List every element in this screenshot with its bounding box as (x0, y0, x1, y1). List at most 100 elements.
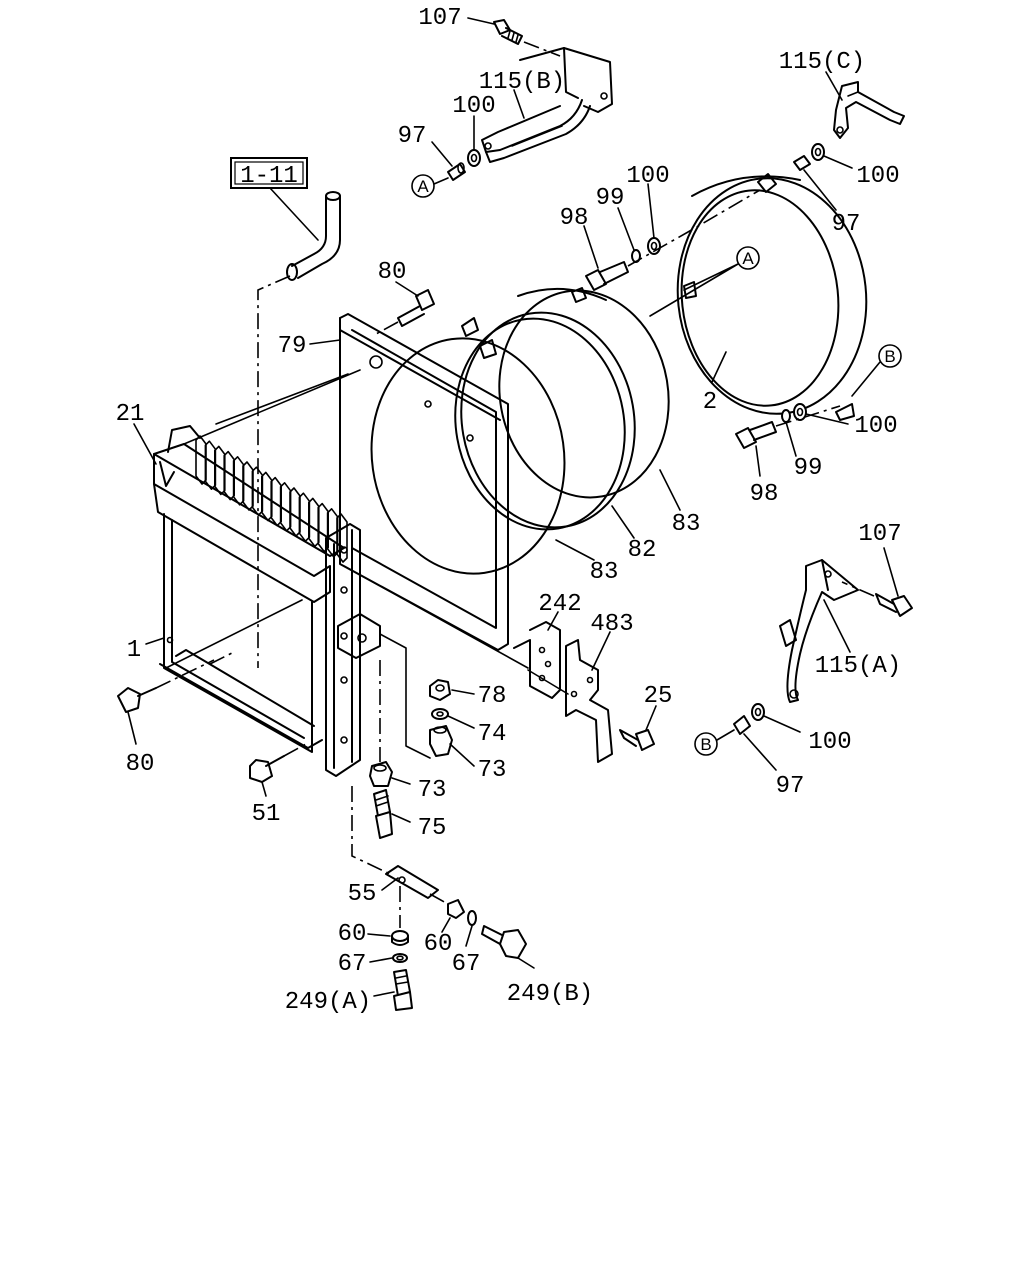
callout-80-bottom[interactable]: 80 (126, 751, 155, 778)
callout-55[interactable]: 55 (348, 881, 377, 908)
washer-100-top (467, 149, 481, 167)
callout-97-top[interactable]: 97 (398, 123, 427, 150)
bolt-80-top (397, 289, 435, 327)
callout-100-bottom[interactable]: 100 (808, 729, 851, 756)
callout-100-mid[interactable]: 100 (626, 163, 669, 190)
leader-55 (381, 877, 399, 891)
leader-b-bottom (716, 729, 735, 741)
spacer-97-top (447, 162, 466, 181)
leader-60-a (367, 933, 391, 937)
callout-483[interactable]: 483 (590, 611, 633, 638)
callout-249a[interactable]: 249(A) (285, 989, 371, 1016)
bracket-483 (565, 639, 613, 763)
callout-78[interactable]: 78 (478, 683, 507, 710)
leader-60-b (441, 917, 451, 933)
reference-box-1-11[interactable]: 1-11 (230, 157, 308, 190)
callout-73-b[interactable]: 73 (418, 777, 447, 804)
callout-60-a[interactable]: 60 (338, 921, 367, 948)
phantom-line-3 (165, 599, 303, 669)
washer-99-r2 (781, 409, 791, 423)
leader-1-11 (269, 187, 319, 241)
callout-83-b[interactable]: 83 (590, 559, 619, 586)
callout-73-a[interactable]: 73 (478, 757, 507, 784)
callout-115a[interactable]: 115(A) (815, 653, 901, 680)
leader-115a (823, 599, 851, 653)
callout-242[interactable]: 242 (538, 591, 581, 618)
leader-b-ring (851, 361, 881, 397)
washer-100-r1 (811, 143, 825, 161)
marker-a-top[interactable]: A (411, 174, 435, 198)
dash-radiator-1 (209, 651, 235, 665)
callout-67-b[interactable]: 67 (452, 951, 481, 978)
callout-100-r1[interactable]: 100 (856, 163, 899, 190)
dash-98-mid (627, 189, 761, 267)
callout-67-a[interactable]: 67 (338, 951, 367, 978)
callout-99-mid[interactable]: 99 (596, 185, 625, 212)
washer-100-r2 (793, 403, 807, 421)
callout-1[interactable]: 1 (127, 637, 141, 664)
bracket-242 (513, 621, 561, 699)
fan-ring-2 (676, 173, 868, 421)
shroud-ring-83-outer (498, 287, 670, 499)
leader-79 (309, 339, 341, 345)
callout-98-r2[interactable]: 98 (750, 481, 779, 508)
marker-a-ring[interactable]: A (736, 246, 760, 270)
leader-115b (513, 89, 525, 119)
phantom-line-5 (379, 633, 431, 759)
reference-box-label: 1-11 (240, 163, 298, 190)
callout-74[interactable]: 74 (478, 721, 507, 748)
phantom-line-2 (183, 369, 361, 445)
callout-107-top[interactable]: 107 (418, 5, 461, 32)
cushion-73-upper (429, 725, 453, 757)
callout-100-r2[interactable]: 100 (854, 413, 897, 440)
leader-100-bottom (763, 715, 801, 733)
marker-b-ring-label: B (884, 347, 895, 366)
callout-60-b[interactable]: 60 (424, 931, 453, 958)
callout-21[interactable]: 21 (116, 401, 145, 428)
callout-25[interactable]: 25 (644, 683, 673, 710)
callout-115b[interactable]: 115(B) (479, 69, 565, 96)
washer-67-a (392, 953, 408, 963)
washer-67-b (467, 910, 477, 926)
callout-115c[interactable]: 115(C) (779, 49, 865, 76)
spacer-97-bottom (733, 715, 751, 735)
leader-82 (611, 505, 635, 539)
callout-75[interactable]: 75 (418, 815, 447, 842)
leader-107-right (883, 547, 899, 597)
gasket-60-a (391, 930, 409, 946)
washer-74 (431, 708, 449, 720)
radiator-fin (336, 513, 348, 563)
phantom-line-6 (527, 669, 569, 695)
shroud-ring-82 (454, 311, 636, 531)
callout-51[interactable]: 51 (252, 801, 281, 828)
callout-249b[interactable]: 249(B) (507, 981, 593, 1008)
leader-78 (451, 689, 475, 695)
bolt-80-bottom (117, 687, 157, 713)
callout-97-r1[interactable]: 97 (832, 211, 861, 238)
leader-483 (591, 631, 611, 671)
drain-cock-51 (249, 755, 285, 783)
leader-73-a (449, 743, 475, 767)
callout-97-bottom[interactable]: 97 (776, 773, 805, 800)
callout-79[interactable]: 79 (278, 333, 307, 360)
leader-83-a (659, 469, 681, 511)
callout-83-a[interactable]: 83 (672, 511, 701, 538)
marker-b-bottom-label: B (700, 735, 711, 754)
callout-2[interactable]: 2 (703, 389, 717, 416)
dash-hose-line (257, 275, 291, 668)
bracket-115a (779, 559, 859, 703)
callout-80-top[interactable]: 80 (378, 259, 407, 286)
radiator-fin (289, 487, 301, 537)
dash-drain-path (351, 786, 391, 875)
dash-51 (283, 743, 307, 757)
marker-b-bottom[interactable]: B (694, 732, 718, 756)
callout-99-r2[interactable]: 99 (794, 455, 823, 482)
callout-107-right[interactable]: 107 (858, 521, 901, 548)
callout-82[interactable]: 82 (628, 537, 657, 564)
leader-97-top (431, 141, 453, 167)
leader-107-top (467, 17, 495, 25)
callout-98-mid[interactable]: 98 (560, 205, 589, 232)
marker-b-ring[interactable]: B (878, 344, 902, 368)
radiator-bracket-plate (337, 613, 381, 659)
callout-100-top[interactable]: 100 (452, 93, 495, 120)
